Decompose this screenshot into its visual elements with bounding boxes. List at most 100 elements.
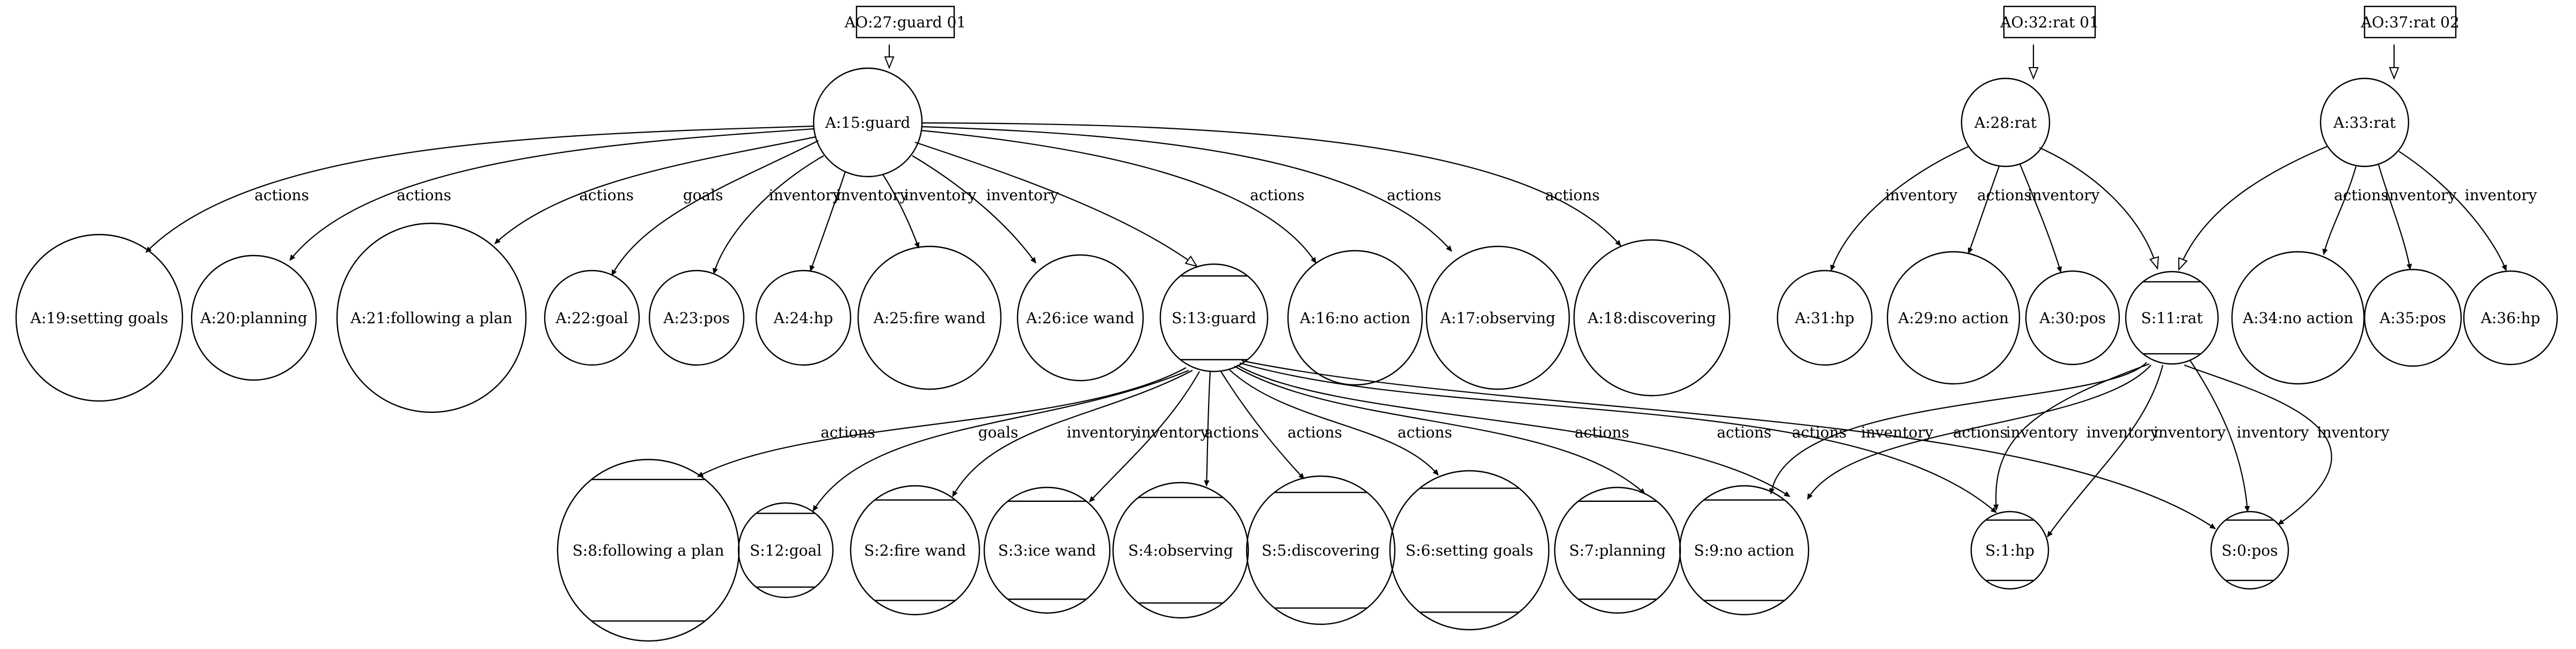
node-label: S:2:fire wand xyxy=(864,542,966,559)
node-circle xyxy=(737,502,834,599)
nodes-layer: AO:27:guard 01 AO:32:rat 01 AO:37:rat 02 A:… xyxy=(15,5,2558,642)
edge-label: inventory xyxy=(1067,424,1139,441)
node-circle xyxy=(1886,251,2021,385)
node-a23: A:23:pos xyxy=(648,269,745,366)
node-circle xyxy=(1425,245,1570,390)
edge-label: inventory xyxy=(1885,186,1958,204)
node-s7: S:7:planning xyxy=(1554,486,1681,614)
edge-label: inventory xyxy=(769,186,841,204)
edge-label: actions xyxy=(1977,186,2032,204)
edge-label: actions xyxy=(1792,424,1847,441)
node-label: A:26:ice wand xyxy=(1026,309,1135,327)
node-s3: S:3:ice wand xyxy=(983,486,1111,614)
node-label: S:6:setting goals xyxy=(1406,542,1533,559)
node-s2: S:2:fire wand xyxy=(850,485,980,616)
node-label: A:16:no action xyxy=(1299,309,1410,327)
edge-label: inventory xyxy=(2237,424,2309,441)
edge-a15-to-a20 xyxy=(289,128,815,260)
node-label: A:29:no action xyxy=(1898,309,2009,327)
node-a25: A:25:fire wand xyxy=(857,245,1002,390)
edge-label: inventory xyxy=(2028,186,2100,204)
node-a20: A:20:planning xyxy=(191,254,317,381)
node-label: A:28:rat xyxy=(1974,114,2037,132)
node-circle xyxy=(191,254,317,381)
node-label: A:36:hp xyxy=(2480,309,2541,327)
node-label: A:25:fire wand xyxy=(873,309,986,327)
node-label: S:5:discovering xyxy=(1262,542,1380,559)
node-s11: S:11:rat xyxy=(2125,271,2219,365)
node-circle xyxy=(544,269,640,366)
node-circle xyxy=(850,485,980,616)
edge-s13-to-s9 xyxy=(1236,364,1790,497)
edge-label: actions xyxy=(1953,424,2008,441)
node-s8: S:8:following a plan xyxy=(557,458,740,642)
edge-label: actions xyxy=(2334,186,2389,204)
node-label: A:19:setting goals xyxy=(30,309,169,327)
node-s1: S:1:hp xyxy=(1970,511,2050,590)
edge-label: inventory xyxy=(1137,424,1209,441)
node-label: A:31:hp xyxy=(1795,309,1855,327)
node-box xyxy=(855,5,955,39)
edge-s13-to-s12 xyxy=(813,369,1189,511)
node-a15: A:15:guard xyxy=(813,67,923,178)
node-label: S:9:no action xyxy=(1694,542,1794,559)
node-circle xyxy=(1112,482,1249,619)
node-circle xyxy=(857,245,1002,390)
edge-s11-to-s1 xyxy=(1996,363,2150,510)
node-label: A:30:pos xyxy=(2039,309,2106,327)
edge-label: inventory xyxy=(2006,424,2079,441)
node-circle xyxy=(983,486,1111,614)
node-ao37: AO:37:rat 02 xyxy=(2360,5,2460,39)
edge-label: goals xyxy=(683,186,723,204)
edge-label: actions xyxy=(397,186,451,204)
node-label: S:4:observing xyxy=(1128,542,1233,559)
edge-a28-to-a31 xyxy=(1831,145,1969,271)
edge-label: actions xyxy=(1387,186,1441,204)
node-circle xyxy=(336,222,527,413)
edge-label: goals xyxy=(978,424,1019,441)
node-label: A:21:following a plan xyxy=(350,309,513,327)
node-a33: A:33:rat xyxy=(2319,77,2410,167)
node-a28: A:28:rat xyxy=(1960,77,2051,167)
node-label: A:23:pos xyxy=(663,309,730,327)
node-s5: S:5:discovering xyxy=(1246,475,1396,625)
node-label: AO:32:rat 01 xyxy=(2000,13,2099,31)
node-circle xyxy=(1960,77,2051,167)
edge-s13-to-s7 xyxy=(1234,366,1645,494)
node-circle xyxy=(1776,269,1873,366)
node-circle xyxy=(1389,470,1550,631)
edge-a28-to-s11 xyxy=(2039,147,2160,270)
edge-s11-to-s1 xyxy=(2047,364,2164,537)
node-a24: A:24:hp xyxy=(755,269,852,366)
node-label: S:12:goal xyxy=(750,542,822,559)
node-label: S:11:rat xyxy=(2141,309,2203,327)
node-circle xyxy=(2125,271,2219,365)
node-label: A:20:planning xyxy=(200,309,307,327)
edge-a15-to-a17 xyxy=(921,126,1452,251)
node-a31: A:31:hp xyxy=(1776,269,1873,366)
edge-s11-to-s9 xyxy=(1807,364,2151,499)
edge-label: actions xyxy=(1287,424,1342,441)
edge-a15-to-a16 xyxy=(920,129,1316,263)
edge-s11-to-s0 xyxy=(2189,359,2248,512)
node-label: S:0:pos xyxy=(2221,542,2278,559)
edge-a15-to-a19 xyxy=(146,125,815,252)
edge-label: inventory xyxy=(2465,186,2537,204)
node-circle xyxy=(15,234,184,402)
node-label: S:8:following a plan xyxy=(573,542,724,559)
edge-s11-to-s9 xyxy=(1771,362,2147,494)
node-a30: A:30:pos xyxy=(2025,270,2120,366)
node-label: AO:37:rat 02 xyxy=(2360,13,2460,31)
node-circle xyxy=(1287,250,1423,386)
edge-a28-to-a29 xyxy=(1968,166,2000,253)
edge-s13-to-s4 xyxy=(1206,371,1211,486)
edge-label: actions xyxy=(1250,186,1305,204)
node-s13: S:13:guard xyxy=(1159,263,1269,373)
node-circle xyxy=(1016,254,1144,382)
node-ao32: AO:32:rat 01 xyxy=(2000,5,2099,39)
node-box xyxy=(2363,5,2457,39)
edge-label: inventory xyxy=(2154,424,2226,441)
node-ao27: AO:27:guard 01 xyxy=(844,5,966,39)
